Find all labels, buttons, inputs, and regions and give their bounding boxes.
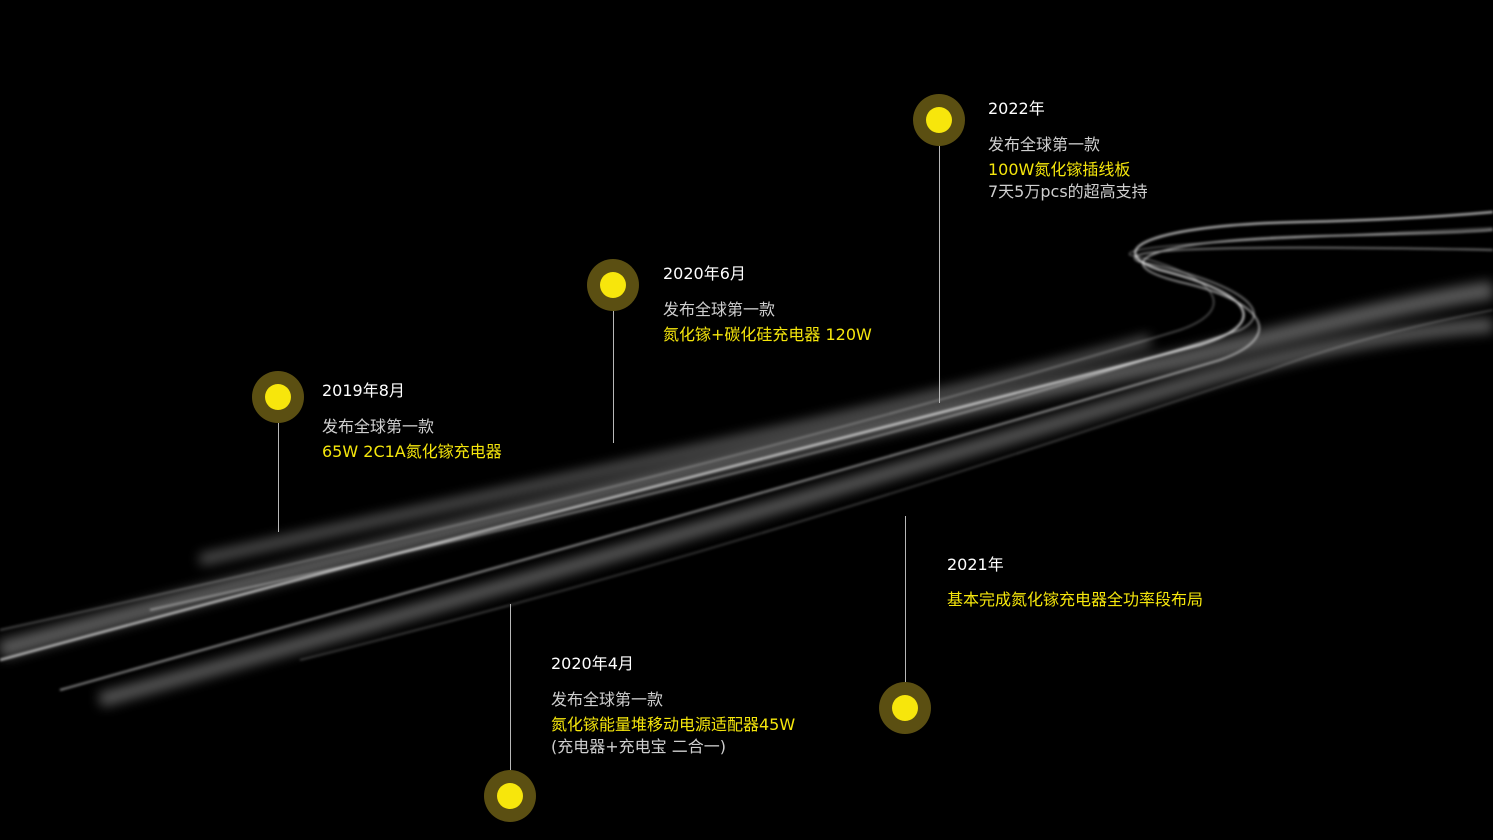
connector-line	[905, 516, 906, 682]
connector-line	[613, 310, 614, 443]
milestone-marker-2022	[913, 94, 965, 146]
connector-line	[278, 422, 279, 532]
milestone-date: 2022年	[988, 99, 1045, 118]
connector-line	[510, 604, 511, 770]
milestone-note: (充电器+充电宝 二合一)	[551, 737, 726, 756]
milestone-highlight: 基本完成氮化镓充电器全功率段布局	[947, 590, 1204, 609]
milestone-highlight: 65W 2C1A氮化镓充电器	[322, 442, 502, 461]
dot-icon	[265, 384, 291, 410]
dot-icon	[600, 272, 626, 298]
milestone-date: 2020年6月	[663, 264, 746, 283]
milestone-date: 2019年8月	[322, 381, 405, 400]
milestone-marker-2020-06	[587, 259, 639, 311]
milestone-intro: 发布全球第一款	[551, 690, 664, 709]
connector-line	[939, 145, 940, 403]
milestone-date: 2020年4月	[551, 654, 634, 673]
milestone-date: 2021年	[947, 555, 1004, 574]
milestone-marker-2020-04	[484, 770, 536, 822]
milestone-note: 7天5万pcs的超高支持	[988, 182, 1148, 201]
milestone-marker-2019-08	[252, 371, 304, 423]
milestone-marker-2021	[879, 682, 931, 734]
milestone-highlight: 氮化镓+碳化硅充电器 120W	[663, 325, 872, 344]
milestone-intro: 发布全球第一款	[988, 135, 1101, 154]
milestone-intro: 发布全球第一款	[322, 417, 435, 436]
milestone-highlight: 100W氮化镓插线板	[988, 160, 1131, 179]
milestone-intro: 发布全球第一款	[663, 300, 776, 319]
dot-icon	[892, 695, 918, 721]
dot-icon	[497, 783, 523, 809]
dot-icon	[926, 107, 952, 133]
milestone-highlight: 氮化镓能量堆移动电源适配器45W	[551, 715, 796, 734]
